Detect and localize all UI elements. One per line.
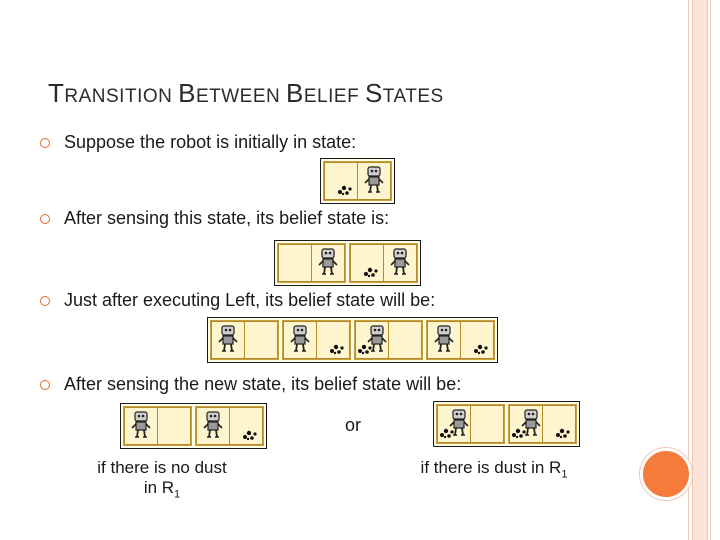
room-cell: [437, 405, 471, 443]
room-cell: [211, 321, 245, 359]
room-cell: [283, 321, 317, 359]
title-initial: B: [286, 78, 304, 108]
room-cell: [358, 162, 391, 200]
caption-subscript: 1: [561, 468, 567, 480]
caption-no-dust: if there is no dust in R1: [62, 458, 262, 504]
caption-subscript: 1: [174, 488, 180, 500]
room-cell: [384, 244, 417, 282]
world-state: [426, 320, 495, 360]
room-cell: [158, 407, 191, 445]
decorative-line: [710, 0, 711, 540]
bullet-item: Suppose the robot is initially in state:: [40, 132, 356, 153]
title-word: RANSITION: [64, 86, 178, 107]
caption-dust: if there is dust in R1: [384, 458, 604, 484]
caption-line: if there is no dust: [62, 458, 262, 478]
robot-icon: [218, 325, 238, 358]
robot-icon: [131, 411, 151, 444]
robot-icon: [390, 248, 410, 281]
bullet-item: After sensing this state, its belief sta…: [40, 208, 389, 229]
slide-title: TRANSITION BETWEEN BELIEF STATES: [48, 78, 444, 109]
bullet-item: Just after executing Left, its belief st…: [40, 290, 435, 311]
room-cell: [427, 321, 461, 359]
room-cell: [196, 407, 230, 445]
title-initial: B: [178, 78, 196, 108]
world-state: [508, 404, 577, 444]
belief-state-no-dust: [120, 403, 267, 449]
room-cell: [350, 244, 384, 282]
caption-line: in R1: [62, 478, 262, 504]
robot-icon: [364, 166, 384, 199]
room-cell: [312, 244, 345, 282]
bullet-circle-icon: [40, 214, 50, 224]
room-cell: [389, 321, 422, 359]
room-cell: [355, 321, 389, 359]
world-state: [323, 161, 392, 201]
or-label: or: [345, 415, 361, 436]
room-cell: [278, 244, 312, 282]
accent-circle: [640, 448, 692, 500]
title-initial: T: [48, 78, 64, 108]
world-state: [277, 243, 346, 283]
bullet-item: After sensing the new state, its belief …: [40, 374, 461, 395]
bullet-text: After sensing the new state, its belief …: [64, 374, 461, 395]
title-word: ETWEEN: [196, 86, 286, 107]
bullet-circle-icon: [40, 296, 50, 306]
room-cell: [124, 407, 158, 445]
dust-icon: [473, 342, 489, 360]
belief-state-after-left: [207, 317, 498, 363]
dust-icon: [363, 265, 379, 283]
world-state: [195, 406, 264, 446]
robot-icon: [203, 411, 223, 444]
room-cell: [317, 321, 350, 359]
world-state: [354, 320, 423, 360]
belief-state-after-sensing: [274, 240, 421, 286]
room-cell: [245, 321, 278, 359]
room-cell: [461, 321, 494, 359]
bullet-circle-icon: [40, 380, 50, 390]
title-word: ELIEF: [304, 86, 365, 107]
dust-icon: [357, 342, 373, 360]
dust-icon: [337, 183, 353, 201]
dust-icon: [439, 426, 455, 444]
dust-icon: [242, 428, 258, 446]
room-cell: [230, 407, 263, 445]
robot-icon: [290, 325, 310, 358]
robot-icon: [434, 325, 454, 358]
room-cell: [509, 405, 543, 443]
bullet-text: Just after executing Left, its belief st…: [64, 290, 435, 311]
bullet-circle-icon: [40, 138, 50, 148]
world-state: [436, 404, 505, 444]
bullet-text: After sensing this state, its belief sta…: [64, 208, 389, 229]
world-state: [349, 243, 418, 283]
title-initial: S: [365, 78, 383, 108]
decorative-band: [692, 0, 708, 540]
world-state: [282, 320, 351, 360]
dust-icon: [511, 426, 527, 444]
room-cell: [471, 405, 504, 443]
dust-icon: [555, 426, 571, 444]
caption-text: in R: [144, 478, 174, 497]
world-state: [123, 406, 192, 446]
robot-icon: [318, 248, 338, 281]
room-cell: [324, 162, 358, 200]
belief-state-dust: [433, 401, 580, 447]
belief-state-initial: [320, 158, 395, 204]
room-cell: [543, 405, 576, 443]
bullet-text: Suppose the robot is initially in state:: [64, 132, 356, 153]
title-word: TATES: [383, 86, 444, 107]
world-state: [210, 320, 279, 360]
decorative-line: [688, 0, 689, 540]
dust-icon: [329, 342, 345, 360]
caption-text: if there is dust in R: [421, 458, 562, 477]
